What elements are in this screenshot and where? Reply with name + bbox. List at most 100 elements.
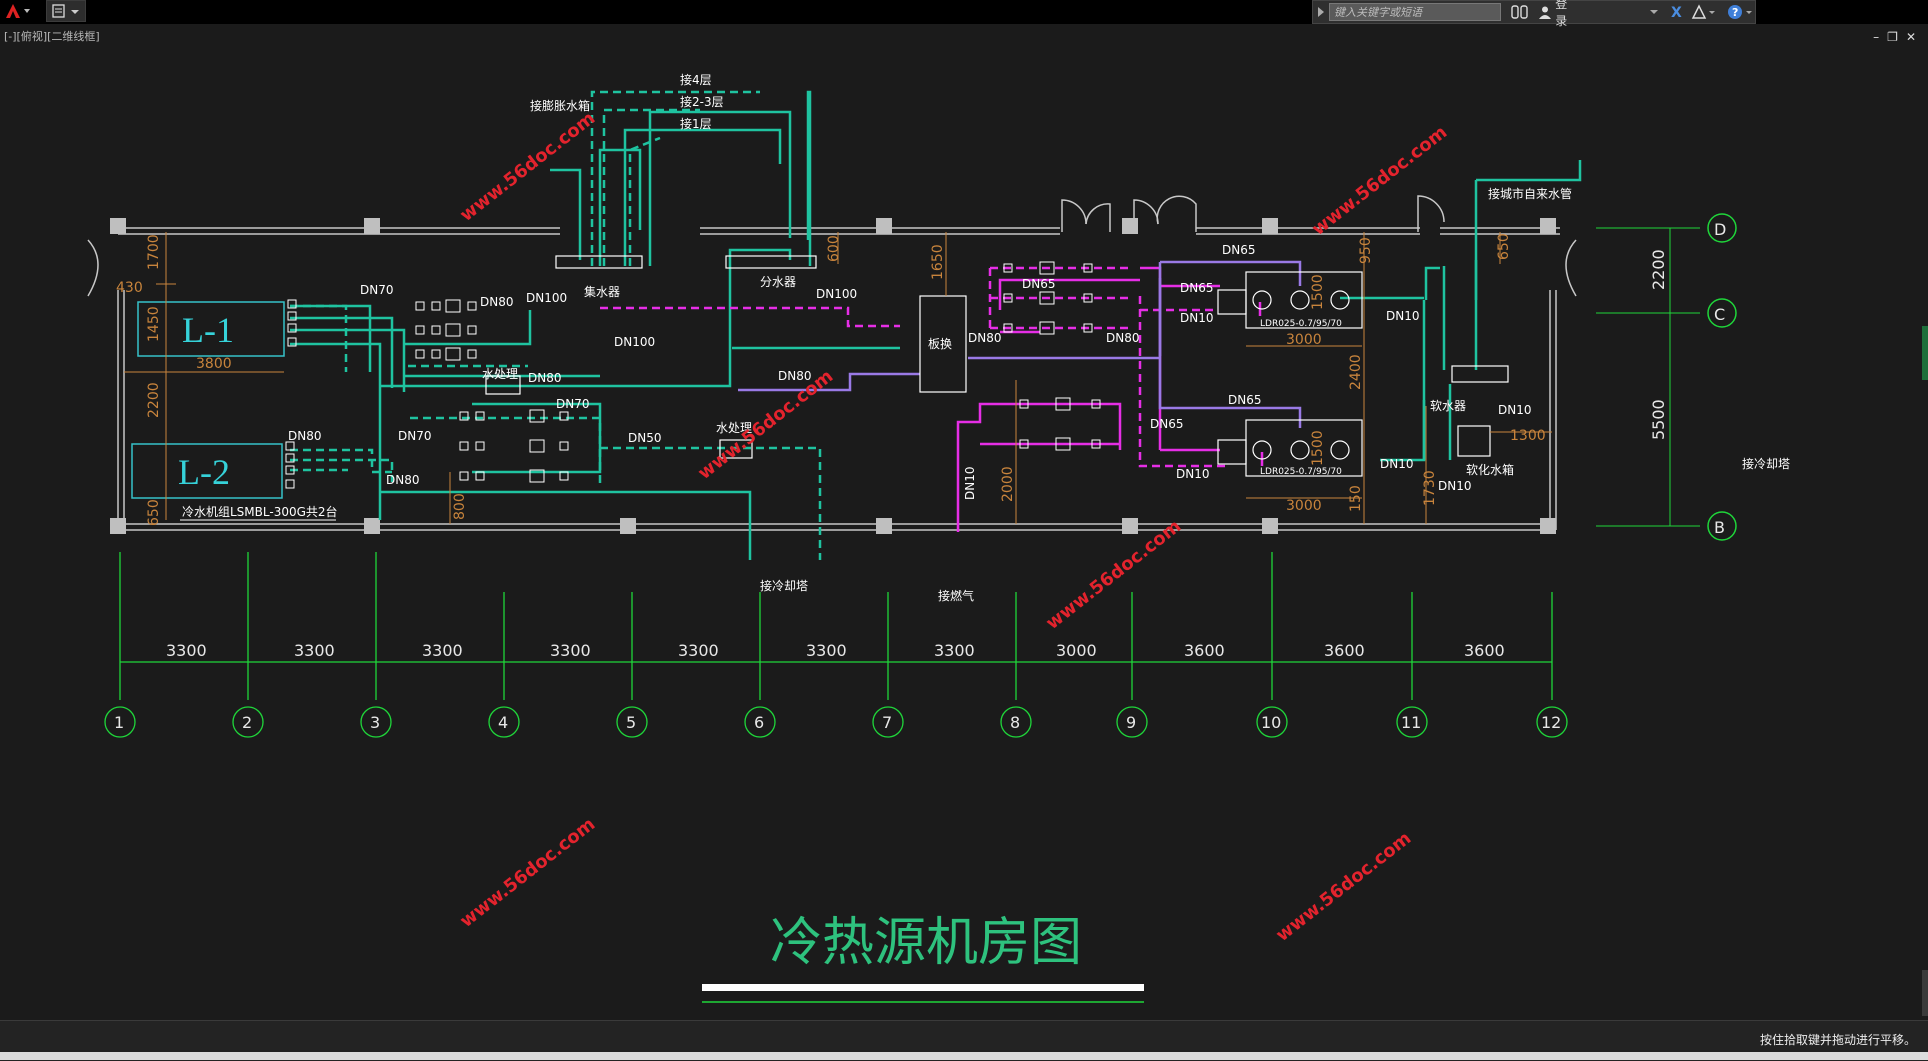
svg-text:650: 650 (1496, 233, 1512, 260)
svg-text:DN65: DN65 (1228, 393, 1262, 407)
svg-text:DN80: DN80 (288, 429, 322, 443)
title-underline (702, 984, 1144, 991)
svg-text:接膨胀水箱: 接膨胀水箱 (530, 98, 590, 113)
binoculars-icon[interactable] (1509, 3, 1530, 21)
app-menu-button[interactable] (0, 0, 34, 22)
svg-text:3300: 3300 (166, 641, 207, 660)
violet-pipes (738, 260, 1302, 428)
distributor-box[interactable] (725, 255, 817, 269)
viewport-controls-label[interactable]: [-][俯视][二维线框] (4, 30, 100, 43)
status-hint: 按住拾取键并拖动进行平移。 (1759, 1033, 1916, 1047)
chevron-down-icon (1649, 10, 1658, 14)
autodesk-a360-icon[interactable] (1690, 3, 1717, 21)
chiller-l2[interactable] (131, 443, 283, 499)
row-axis-d: D (1714, 220, 1726, 239)
svg-text:DN50: DN50 (628, 431, 662, 445)
svg-text:9: 9 (1126, 713, 1136, 732)
svg-text:3600: 3600 (1464, 641, 1505, 660)
row-axis-c: C (1714, 305, 1725, 324)
svg-text:DN80: DN80 (528, 371, 562, 385)
chiller-note: 冷水机组LSMBL-300G共2台 (182, 504, 338, 519)
svg-text:3000: 3000 (1286, 498, 1322, 514)
svg-text:DN65: DN65 (1150, 417, 1184, 431)
svg-text:8: 8 (1010, 713, 1020, 732)
svg-text:DN80: DN80 (1106, 331, 1140, 345)
dimension-texts: 1700 430 1450 3800 2200 650 800 600 1650… (116, 233, 1546, 526)
login-menu[interactable]: 登录 (1538, 0, 1659, 29)
row-axis-b: B (1714, 518, 1725, 537)
svg-text:650: 650 (146, 499, 162, 526)
app-title-bar: 登录 X ? (0, 0, 1928, 28)
chiller-l1[interactable] (137, 301, 285, 357)
cooling-pipes (290, 90, 1582, 560)
svg-text:DN80: DN80 (778, 369, 812, 383)
expand-arrow-icon[interactable] (1316, 5, 1326, 19)
svg-text:1: 1 (114, 713, 124, 732)
svg-text:DN100: DN100 (816, 287, 857, 301)
restore-icon[interactable]: ❐ (1887, 30, 1898, 44)
svg-text:2: 2 (242, 713, 252, 732)
svg-text:集水器: 集水器 (584, 284, 620, 299)
svg-text:DN80: DN80 (968, 331, 1002, 345)
user-icon (1539, 6, 1552, 19)
svg-text:?: ? (1732, 6, 1738, 19)
side-scroll-tab[interactable] (1922, 326, 1928, 380)
svg-text:软水器: 软水器 (1430, 399, 1466, 413)
svg-text:水处理: 水处理 (482, 367, 518, 381)
svg-text:接燃气: 接燃气 (938, 588, 974, 603)
drawing-canvas[interactable]: .lbl { font-family:"DejaVu Sans", sans-s… (0, 24, 1928, 1020)
svg-text:600: 600 (826, 235, 842, 262)
quick-access-button[interactable] (46, 0, 86, 22)
hot-pipes-dashed (600, 266, 1230, 468)
plate-hx-box[interactable] (919, 295, 967, 393)
svg-text:3600: 3600 (1324, 641, 1365, 660)
svg-text:1650: 1650 (930, 244, 946, 280)
valve-symbols (285, 261, 1101, 489)
svg-text:12: 12 (1541, 713, 1561, 732)
minimize-icon[interactable]: – (1873, 30, 1880, 44)
structural-columns (110, 218, 1556, 534)
svg-text:接冷却塔: 接冷却塔 (1742, 456, 1790, 471)
svg-text:2400: 2400 (1348, 354, 1364, 390)
svg-text:5500: 5500 (1649, 399, 1668, 440)
help-icon[interactable]: ? (1726, 3, 1755, 21)
column-axes (104, 552, 1568, 738)
close-icon[interactable]: ✕ (1905, 30, 1916, 44)
svg-text:DN10: DN10 (1386, 309, 1420, 323)
svg-text:www.56doc.com: www.56doc.com (456, 108, 599, 226)
svg-text:7: 7 (882, 713, 892, 732)
search-bar: 登录 X ? (1312, 0, 1756, 28)
document-dropdown-icon (52, 4, 79, 18)
svg-text:2200: 2200 (1649, 249, 1668, 290)
equipment-labels: 接4层 接2-3层 接1层 接膨胀水箱 集水器 分水器 水处理 水处理 板换 接… (482, 72, 1790, 603)
exchange-icon[interactable]: X (1669, 3, 1688, 21)
svg-text:1700: 1700 (146, 234, 162, 270)
column-axis-labels: 1 2 3 4 5 6 7 8 9 10 11 12 (114, 713, 1561, 732)
window-controls: – ❐ ✕ (1873, 30, 1916, 44)
cooling-pipes-dashed (290, 90, 822, 560)
svg-text:3300: 3300 (678, 641, 719, 660)
svg-text:DN10: DN10 (1498, 403, 1532, 417)
svg-text:3300: 3300 (806, 641, 847, 660)
svg-text:板换: 板换 (928, 337, 952, 351)
collector-box[interactable] (555, 255, 643, 269)
svg-text:DN65: DN65 (1022, 277, 1056, 291)
svg-text:接2-3层: 接2-3层 (680, 94, 724, 109)
svg-text:www.56doc.com: www.56doc.com (1042, 516, 1185, 634)
svg-text:接4层: 接4层 (680, 72, 712, 87)
svg-text:950: 950 (1358, 237, 1374, 264)
soft-tank-box[interactable] (1457, 425, 1491, 457)
svg-text:3600: 3600 (1184, 641, 1225, 660)
svg-text:DN70: DN70 (360, 283, 394, 297)
softener-box[interactable] (1451, 365, 1509, 383)
svg-text:3300: 3300 (294, 641, 335, 660)
keyword-search-input[interactable] (1329, 3, 1501, 21)
pipe-labels: DN70 DN80 DN100 DN100 DN100 DN80 DN80 DN… (288, 243, 1532, 500)
svg-text:DN10: DN10 (963, 467, 977, 501)
side-scroll-tab-lower[interactable] (1922, 970, 1928, 1016)
svg-text:3300: 3300 (550, 641, 591, 660)
svg-text:3800: 3800 (196, 356, 232, 372)
login-label: 登录 (1555, 0, 1568, 28)
svg-text:DN70: DN70 (556, 397, 590, 411)
svg-text:3000: 3000 (1056, 641, 1097, 660)
